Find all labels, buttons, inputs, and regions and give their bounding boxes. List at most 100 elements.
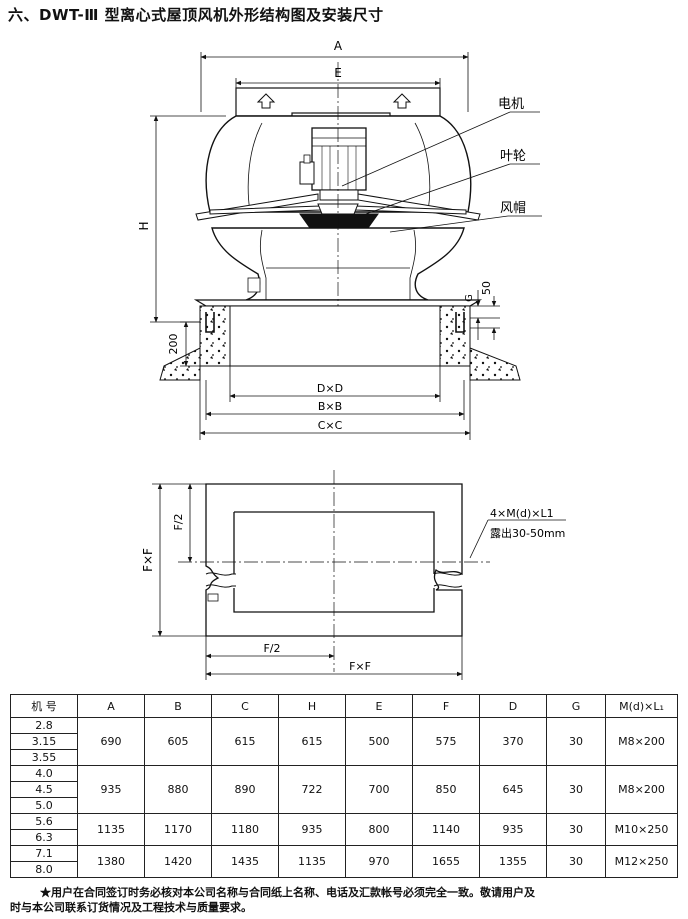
table-row: 2.8 690 605 615 615 500 575 370 30 M8×20…: [10, 717, 678, 766]
dim-cxc-label: C×C: [318, 419, 343, 432]
table-row: 3.55: [10, 749, 678, 766]
model-no-cell: 7.1: [10, 845, 78, 862]
label-exposed: 露出30-50mm: [490, 526, 565, 540]
model-no-cell: 2.8: [10, 717, 78, 734]
dimension-fxf-horizontal: F×F: [205, 636, 463, 680]
dim-a-label: A: [334, 39, 343, 53]
table-row: 5.0: [10, 797, 678, 814]
table-cell: 500: [345, 717, 413, 766]
dim-dxd-label: D×D: [317, 382, 343, 395]
table-row: 8.0: [10, 861, 678, 878]
table-header: 机 号: [10, 694, 78, 718]
dimension-f2-vertical: F/2: [172, 483, 206, 563]
table-cell: 935: [77, 765, 145, 814]
dim-fxf-vertical-label: F×F: [141, 548, 155, 572]
table-cell: 935: [479, 813, 547, 846]
table-cell: 970: [345, 845, 413, 878]
dim-f2-horizontal-label: F/2: [263, 642, 280, 655]
note-line-1: ★用户在合同签订时务必核对本公司名称与合同纸上名称、电话及汇款帐号必须完全一致。…: [40, 886, 535, 899]
table-row: 4.0 935 880 890 722 700 850 645 30 M8×20…: [10, 765, 678, 814]
dimension-fxf-vertical: F×F: [141, 483, 206, 637]
dimension-a: A: [200, 39, 469, 112]
dimension-bxb: B×B: [205, 380, 465, 420]
dimension-50-g: G 50: [464, 281, 500, 340]
label-bolt: 4×M(d)×L1: [490, 507, 554, 520]
outlet-arrow-icon: [256, 93, 412, 109]
table-cell: 1355: [479, 845, 547, 878]
dim-g-label: G: [464, 294, 475, 302]
table-row: 7.1 1380 1420 1435 1135 970 1655 1355 30…: [10, 845, 678, 878]
model-no-cell: 5.6: [10, 813, 78, 830]
dim-50-label: 50: [480, 281, 493, 295]
dimension-200: 200: [167, 321, 200, 367]
table-header: M(d)×L₁: [605, 694, 678, 718]
table-cell: 800: [345, 813, 413, 846]
table-cell: 30: [546, 717, 606, 766]
table-row: 6.3: [10, 829, 678, 846]
support-struts: [195, 193, 481, 221]
model-no-cell: 4.0: [10, 765, 78, 782]
table-cell: 370: [479, 717, 547, 766]
dim-h-label: H: [137, 221, 151, 230]
table-cell: 30: [546, 765, 606, 814]
base-plan-diagram: F/2 F×F F/2 F×F 4×M(d)×L1 露出30-50mm: [141, 470, 566, 680]
table-cell: 30: [546, 813, 606, 846]
table-cell: 1435: [211, 845, 279, 878]
table-row: 5.6 1135 1170 1180 935 800 1140 935 30 M…: [10, 813, 678, 846]
page-title: 六、DWT-Ⅲ 型离心式屋顶风机外形结构图及安装尺寸: [8, 6, 384, 24]
table-cell: M10×250: [605, 813, 678, 846]
dimension-cxc: C×C: [199, 380, 471, 440]
dim-fxf-horizontal-label: F×F: [349, 660, 371, 673]
dimension-dxd: D×D: [229, 366, 441, 402]
table-cell: 1135: [77, 813, 145, 846]
table-cell: 850: [412, 765, 480, 814]
table-cell: M8×200: [605, 717, 678, 766]
table-cell: 700: [345, 765, 413, 814]
dimension-f2-horizontal: F/2: [205, 636, 335, 680]
table-cell: 605: [144, 717, 212, 766]
dim-f2-vertical-label: F/2: [172, 513, 185, 530]
table-header: H: [278, 694, 346, 718]
table-cell: 575: [412, 717, 480, 766]
model-no-cell: 4.5: [10, 781, 78, 798]
table-cell: 1655: [412, 845, 480, 878]
table-cell: 722: [278, 765, 346, 814]
table-cell: 1170: [144, 813, 212, 846]
spec-table: 机 号 A B C H E F D G M(d)×L₁ 2.8 690 605 …: [10, 694, 678, 878]
table-header: F: [412, 694, 480, 718]
model-no-cell: 3.15: [10, 733, 78, 750]
table-header-row: 机 号 A B C H E F D G M(d)×L₁: [10, 694, 678, 718]
table-cell: 880: [144, 765, 212, 814]
table-header: G: [546, 694, 606, 718]
table-cell: 1380: [77, 845, 145, 878]
table-header: E: [345, 694, 413, 718]
table-cell: 1140: [412, 813, 480, 846]
model-no-cell: 6.3: [10, 829, 78, 846]
table-cell: M8×200: [605, 765, 678, 814]
label-hood: 风帽: [500, 200, 526, 216]
model-no-cell: 8.0: [10, 861, 78, 878]
table-cell: 1420: [144, 845, 212, 878]
dim-200-label: 200: [167, 334, 180, 355]
callout-hood: 风帽: [389, 200, 542, 233]
label-impeller: 叶轮: [500, 149, 526, 164]
table-cell: 1135: [278, 845, 346, 878]
dim-bxb-label: B×B: [318, 400, 342, 413]
table-cell: 615: [211, 717, 279, 766]
table-header: A: [77, 694, 145, 718]
note-line-2: 时与本公司联系订货情况及工程技术与质量要求。: [10, 901, 252, 914]
table-header: D: [479, 694, 547, 718]
table-header: C: [211, 694, 279, 718]
curb-foundation: [159, 305, 521, 381]
callout-bolt: 4×M(d)×L1 露出30-50mm: [469, 507, 566, 559]
table-cell: M12×250: [605, 845, 678, 878]
callout-impeller: 叶轮: [353, 149, 540, 219]
fan-elevation-diagram: A E: [137, 39, 542, 440]
table-cell: 690: [77, 717, 145, 766]
model-no-cell: 5.0: [10, 797, 78, 814]
table-cell: 645: [479, 765, 547, 814]
footer-note: ★用户在合同签订时务必核对本公司名称与合同纸上名称、电话及汇款帐号必须完全一致。…: [10, 885, 682, 915]
table-header: B: [144, 694, 212, 718]
table-cell: 935: [278, 813, 346, 846]
table-cell: 1180: [211, 813, 279, 846]
